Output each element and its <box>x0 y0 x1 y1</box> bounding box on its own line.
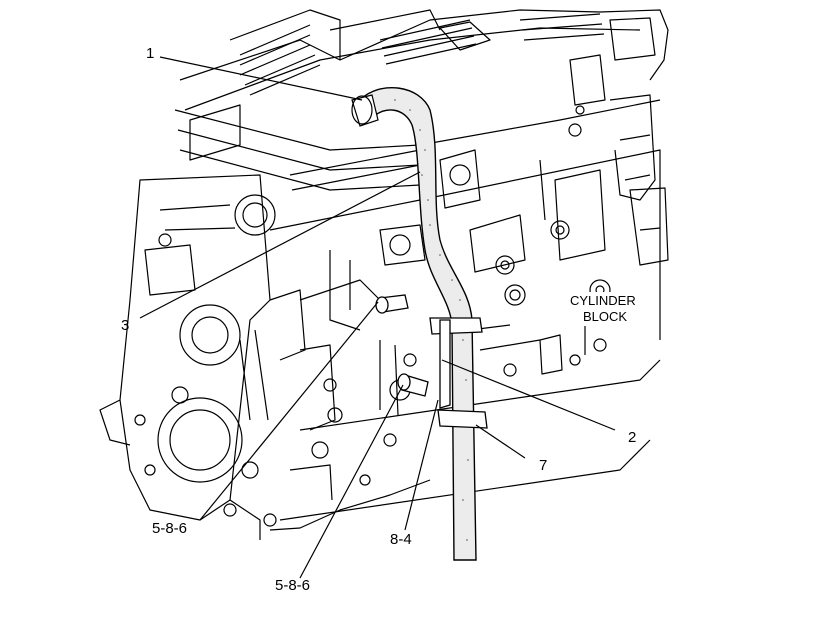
block-label-bg <box>566 292 646 326</box>
callout-2: 2 <box>628 429 636 446</box>
leader-586-upper <box>199 301 379 521</box>
callout-5-8-6-upper: 5-8-6 <box>152 520 187 537</box>
callout-labels: 1 2 3 7 5-8-6 5-8-6 8-4 CYLINDER BLOCK <box>121 45 646 594</box>
callout-leaders <box>139 56 616 579</box>
leader-1 <box>159 56 363 101</box>
callout-3: 3 <box>121 317 129 334</box>
leader-2 <box>441 359 616 431</box>
block-label-line1: CYLINDER <box>570 293 636 308</box>
callout-5-8-6-lower: 5-8-6 <box>275 577 310 594</box>
leader-3 <box>139 171 421 319</box>
callout-8-4: 8-4 <box>390 531 412 548</box>
tube-clamps <box>375 294 488 429</box>
block-label-line2: BLOCK <box>583 309 627 324</box>
callout-1: 1 <box>146 45 154 62</box>
leader-84 <box>404 399 439 531</box>
callout-7: 7 <box>539 457 547 474</box>
leader-586-lower <box>299 384 404 579</box>
leader-7 <box>475 424 526 459</box>
